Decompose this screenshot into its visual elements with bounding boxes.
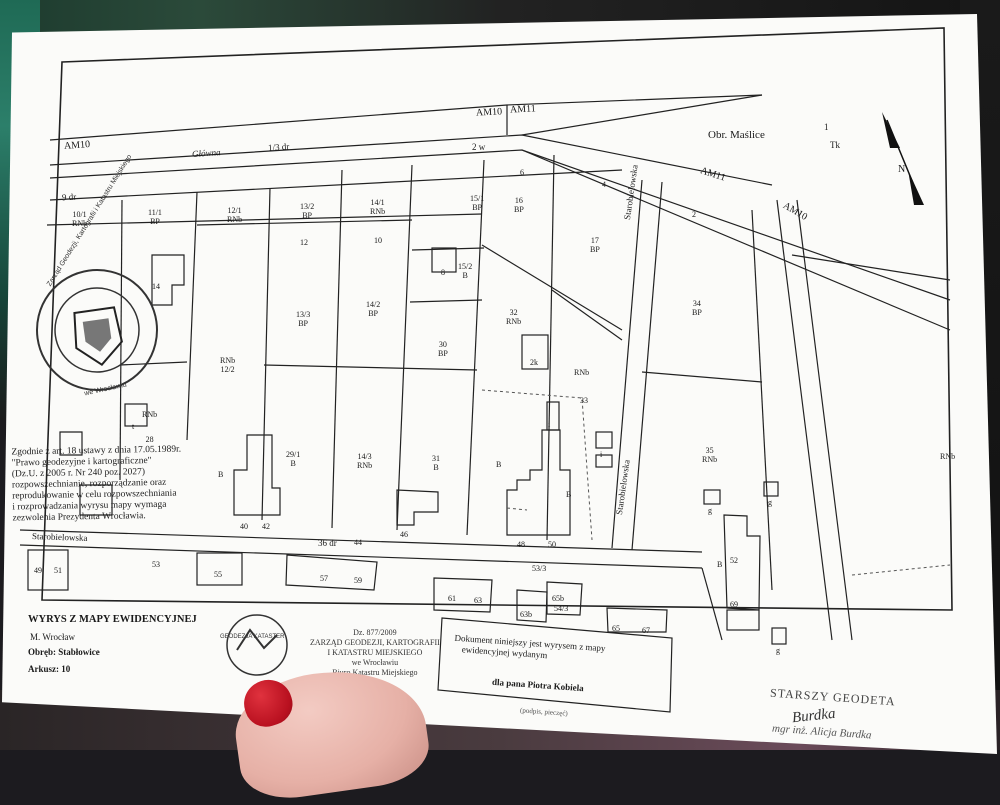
issuer-block: Dz. 877/2009 ZARZĄD GEODEZJI, KARTOGRAFI… [310,628,440,677]
land-use-code: g [776,646,780,655]
north-label: N [898,164,906,175]
address-number: 12 [300,238,308,247]
logo-text: GEODEZJA KATASTER [220,634,285,640]
building-number: 46 [400,530,408,539]
land-use-code: g [708,506,712,515]
address-number: 6 [520,168,524,177]
address-number: 2 [692,210,696,219]
document-title: WYRYS Z MAPY EWIDENCYJNEJ [28,614,197,625]
building-number: 48 [517,540,525,549]
street-glowna: Główna [191,147,221,159]
land-use-code: B [717,560,723,569]
street-starobielowska-bottom: Starobielowska [31,531,88,543]
parcel-number: 63b [520,610,532,619]
road-label-2w: 2 w [472,142,486,152]
north-arrow-icon [882,112,924,205]
road-label-36dr: 36 dr [318,538,337,548]
cadastral-map [19,27,953,713]
arkusz: Arkusz: 10 [28,664,71,674]
building-number: 50 [548,540,556,549]
parcel-number: 53 [152,560,160,569]
parcel-number: 65 [612,624,620,633]
city: M. Wrocław [30,632,75,642]
building-type: 2k [530,358,538,367]
road-label-9dr: 9 dr [61,191,77,203]
land-use-code: B [218,470,224,479]
official-stamp [36,269,158,391]
road-label-am11: AM11 [509,103,537,116]
parcel-number: 59 [354,576,362,585]
land-use-code: t [132,422,135,431]
building-number: 14 [152,282,160,291]
obreb-label: Obr. Maślice [708,129,765,141]
parcel-number: 67 [642,626,650,635]
land-use-code: i [600,450,603,459]
land-use-code: B [566,490,572,499]
land-use-code: g [768,498,772,507]
address-number: 10 [374,236,382,245]
parcel-number: 54/3 [554,604,569,613]
parcel-number: 33 [580,396,588,405]
building-number: 42 [262,522,270,531]
parcel-number: 51 [54,566,62,575]
road-label-am10: AM10 [63,139,91,152]
obreb: Obręb: Stabłowice [28,647,100,657]
building-number: 40 [240,522,248,531]
parcel-number: 53/3 [532,564,547,573]
road-label-am10b: AM10 [475,106,503,119]
parcel-number: 55 [214,570,222,579]
land-use-code: B [496,460,502,469]
map-sheet: AM10 AM10 AM11 AM11 AM10 Główna 1/3 dr 2… [2,14,997,754]
geodezja-logo [226,614,288,676]
land-use-code: i [548,420,551,429]
tk-code: Tk [830,140,840,150]
parcel-number: 61 [448,594,456,603]
map-linework [19,27,953,713]
address-number: 4 [602,180,606,189]
parcel-number: 49 [34,566,42,575]
building-number: 8 [441,268,445,277]
land-use-code: RNb [940,452,956,461]
parcel-number: 63 [474,596,482,605]
building-number: 52 [730,556,738,565]
tk-num: 1 [824,122,829,132]
copyright-notice: Zgodnie z art. 18 ustawy z dnia 17.05.19… [11,444,182,524]
map-dashed-lines [481,389,951,576]
parcel-number: 44 [354,538,362,547]
building-number: 69 [730,600,738,609]
road-label-13dr: 1/3 dr [267,141,290,153]
parcel-number: 57 [320,574,328,583]
parcel-number: 65b [552,594,564,603]
land-use-code: RNb [574,368,590,377]
